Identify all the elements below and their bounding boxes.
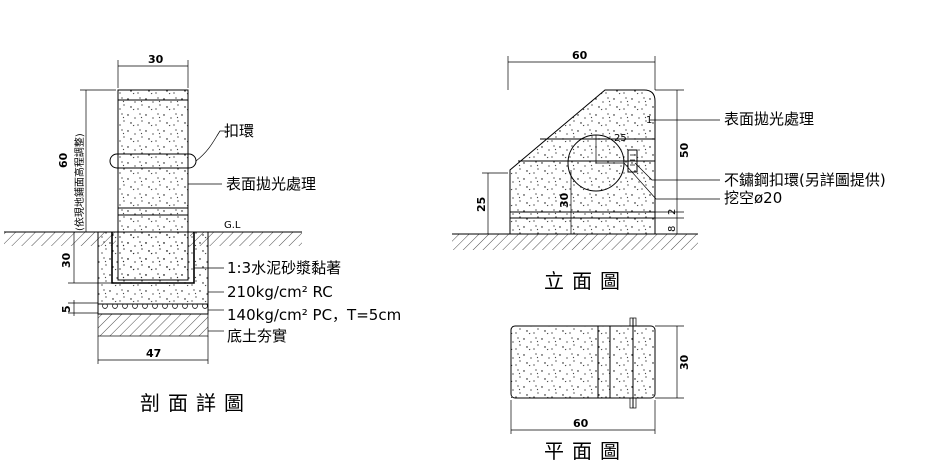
pc-layer [98,304,208,314]
section-height-dimension: 60 (依現地鋪面高程調整) [57,89,116,233]
section-base-dimension: 47 [97,336,209,364]
plan-bollard [511,326,655,398]
elevation-left-dimension: 25 [475,172,508,234]
base-soil-label: 底土夯實 [227,327,287,345]
section-polish-label: 表面拋光處理 [226,175,316,193]
elevation-title: 立面圖 [544,269,628,293]
elevation-ring-label: 不鏽鋼扣環(另詳圖提供) [724,171,886,189]
elevation-polish-label: 表面拋光處理 [724,110,814,128]
plan-width-dimension: 60 [510,400,656,434]
elevation-dim-1: 1 [646,115,652,126]
ground-level-label: G.L [224,220,241,231]
section-title: 剖面詳圖 [140,391,252,415]
elevation-dim-width: 60 [572,49,588,62]
section-dim-base: 47 [146,347,161,360]
section-bollard [118,90,188,280]
section-dim-height-note: (依現地鋪面高程調整) [73,133,86,231]
pc-label: 140kg/cm² PC，T=5cm [227,306,401,324]
plan-dim-width: 60 [573,417,589,430]
elevation-dim-25: 25 [614,133,627,144]
section-pc-dimension: 5 [60,300,98,316]
elevation-ground-hatch [452,234,698,250]
elevation-dim-25-left: 25 [475,197,488,212]
ground-hatch-right [190,232,302,246]
section-dim-height: 60 [57,152,70,168]
elevation-dim-height: 50 [678,142,691,158]
section-detail: 30 60 (依現地鋪面高程調整) 30 5 [4,53,401,415]
plan-view: 30 60 平面圖 [510,317,691,460]
base-soil [98,314,208,336]
ground-hatch-left [4,232,116,246]
section-dim-pc: 5 [60,305,73,313]
rc-label: 210kg/cm² RC [227,283,333,301]
elevation-hole-label: 挖空ø20 [724,189,782,207]
elevation-bollard [510,90,655,234]
section-ring-label: 扣環 [224,122,254,140]
plan-dim-height: 30 [678,354,691,370]
mortar-label: 1:3水泥砂漿黏著 [227,259,341,277]
plan-height-dimension: 30 [655,325,691,399]
section-dim-top: 30 [148,53,164,66]
elevation-width-dimension: 60 [507,49,656,90]
elevation-dim-8: 8 [667,226,678,232]
elevation-dim-2: 2 [667,209,678,215]
plan-title: 平面圖 [544,439,628,460]
elevation-right-dimension: 50 8 2 1 [646,89,691,234]
mortar-bed [111,232,195,284]
section-dim-embed: 30 [60,252,73,268]
elevation-ring-slot [627,149,638,173]
section-top-dimension: 30 [117,53,189,88]
elevation-dim-30: 30 [558,192,571,208]
elevation-view: 60 25 30 25 [452,49,886,293]
